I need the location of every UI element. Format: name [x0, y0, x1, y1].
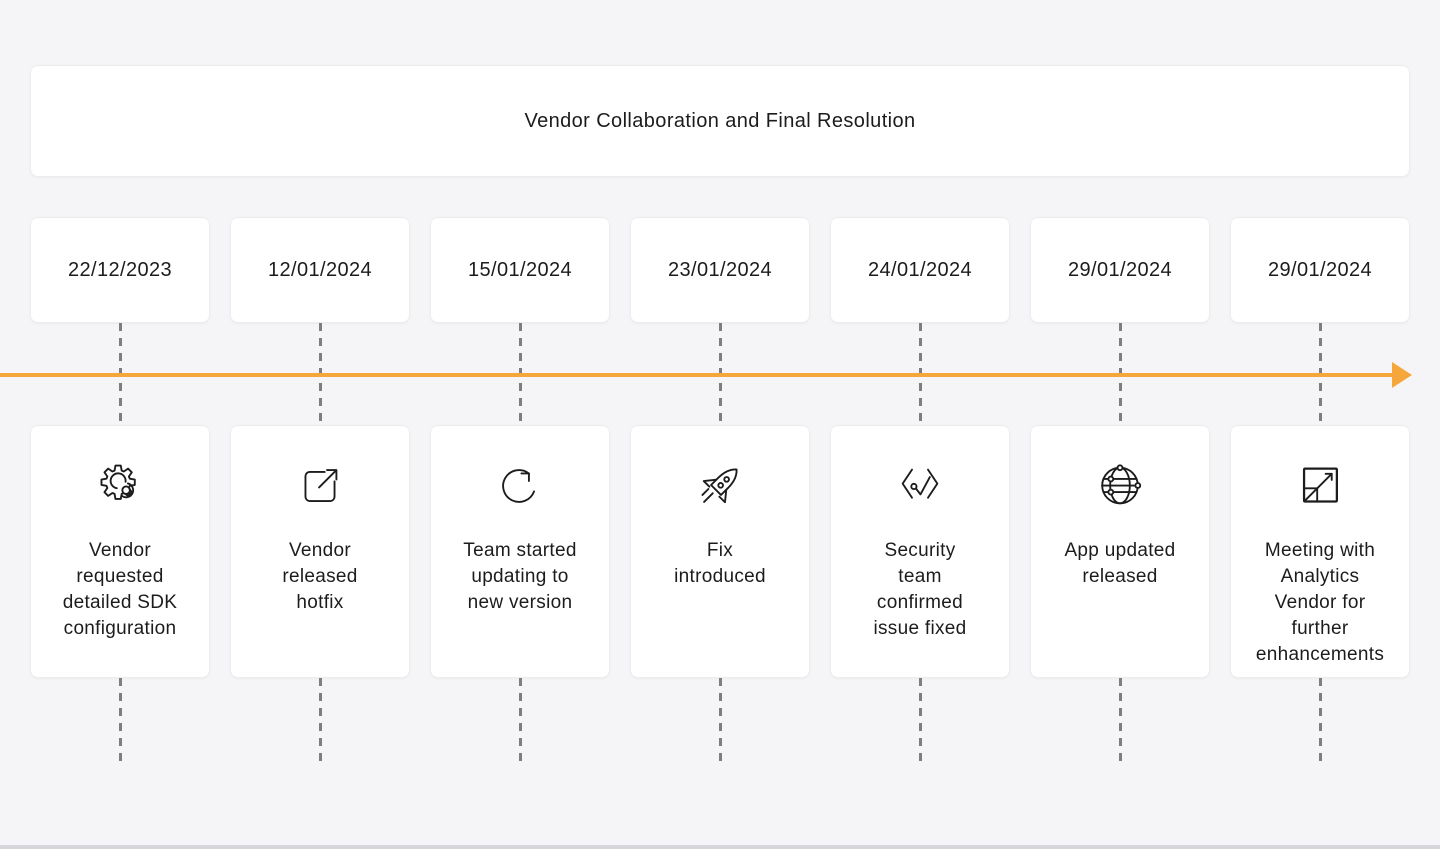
date-row: 22/12/2023 12/01/2024 15/01/2024 23/01/2… [30, 217, 1410, 323]
event-label: Team started updating to new version [463, 540, 577, 613]
code-check-icon [890, 456, 950, 516]
date-label: 15/01/2024 [467, 258, 573, 281]
event-card: Fix introduced [630, 425, 810, 678]
connector-dash [718, 678, 722, 761]
date-label: 23/01/2024 [667, 258, 773, 281]
gear-icon [90, 456, 150, 516]
date-label: 29/01/2024 [1267, 258, 1373, 281]
event-label: Meeting with Analytics Vendor for furthe… [1255, 540, 1385, 665]
date-label: 29/01/2024 [1067, 258, 1173, 281]
date-card: 23/01/2024 [630, 217, 810, 323]
event-label: Vendor released hotfix [282, 540, 358, 613]
connector-dash [1318, 678, 1322, 761]
event-label: Security team confirmed issue fixed [873, 540, 967, 639]
date-label: 12/01/2024 [267, 258, 373, 281]
date-card: 29/01/2024 [1030, 217, 1210, 323]
connector-dash [118, 678, 122, 761]
date-label: 22/12/2023 [67, 258, 173, 281]
event-card: App updated released [1030, 425, 1210, 678]
date-card: 15/01/2024 [430, 217, 610, 323]
event-row: Vendor requested detailed SDK configurat… [30, 425, 1410, 678]
launch-icon [290, 456, 350, 516]
event-card: Security team confirmed issue fixed [830, 425, 1010, 678]
scale-icon [1290, 456, 1350, 516]
connector-dash [918, 678, 922, 761]
date-card: 22/12/2023 [30, 217, 210, 323]
event-label: Fix introduced [674, 540, 766, 587]
timeline-arrowhead-icon [1392, 362, 1412, 388]
globe-icon [1090, 456, 1150, 516]
timeline-arrow-line [0, 373, 1394, 377]
date-card: 29/01/2024 [1230, 217, 1410, 323]
timeline-title-card: Vendor Collaboration and Final Resolutio… [30, 65, 1410, 177]
event-card: Vendor requested detailed SDK configurat… [30, 425, 210, 678]
connector-zone-bottom [0, 678, 1440, 761]
connector-dash [318, 678, 322, 761]
date-card: 12/01/2024 [230, 217, 410, 323]
event-card: Vendor released hotfix [230, 425, 410, 678]
connector-dash [1118, 678, 1122, 761]
event-label: Vendor requested detailed SDK configurat… [62, 540, 178, 639]
page-title: Vendor Collaboration and Final Resolutio… [524, 109, 916, 132]
date-card: 24/01/2024 [830, 217, 1010, 323]
event-card: Meeting with Analytics Vendor for furthe… [1230, 425, 1410, 678]
window-bottom-edge [0, 845, 1440, 849]
event-card: Team started updating to new version [430, 425, 610, 678]
event-label: App updated released [1064, 540, 1176, 587]
date-label: 24/01/2024 [867, 258, 973, 281]
rocket-icon [690, 456, 750, 516]
refresh-icon [490, 456, 550, 516]
connector-dash [518, 678, 522, 761]
